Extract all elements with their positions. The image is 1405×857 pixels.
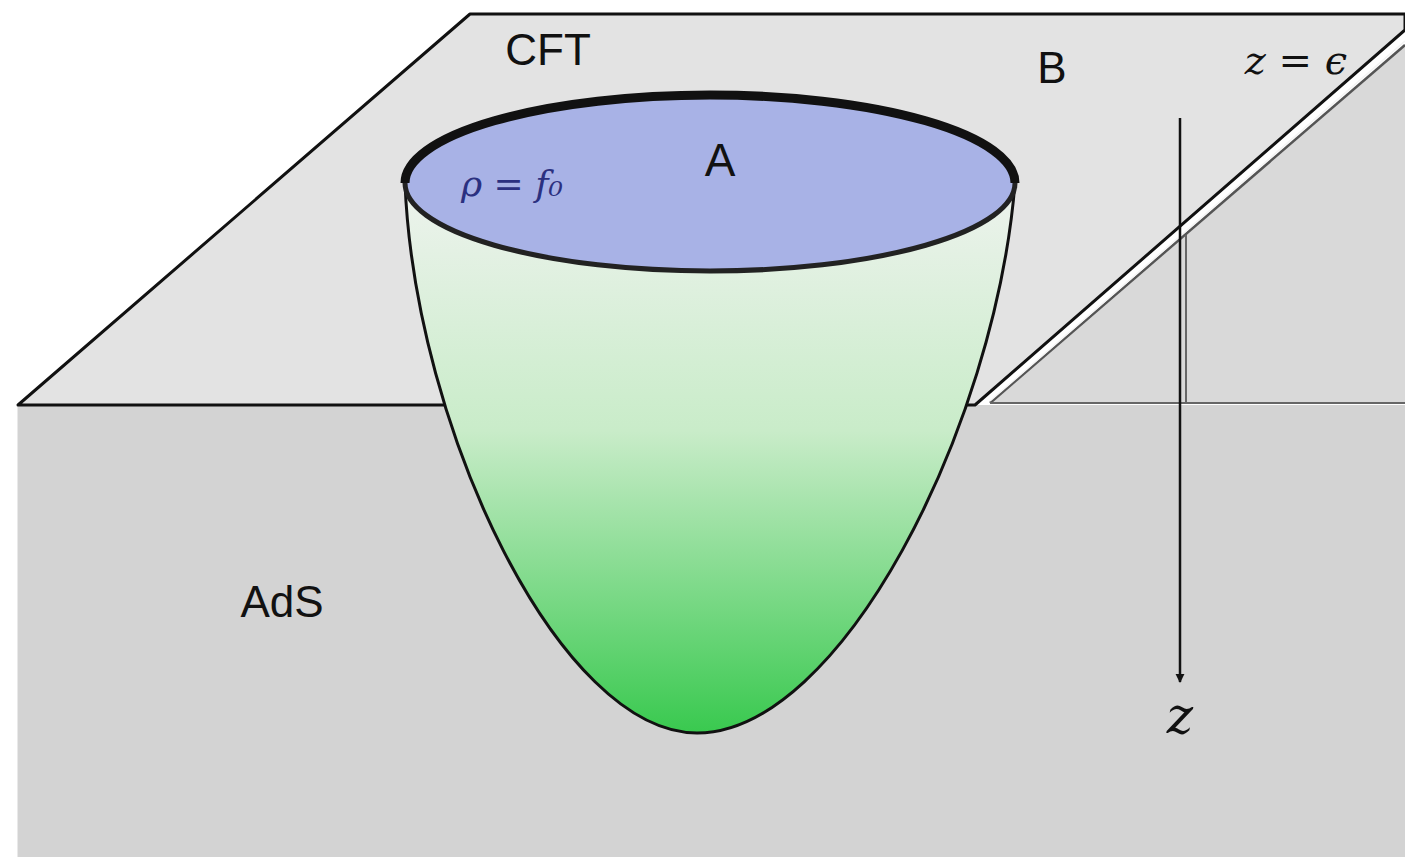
plane-label: CFT <box>505 26 591 74</box>
cutoff-edge <box>990 45 1405 403</box>
cutoff-slice <box>1185 235 1187 403</box>
z-axis <box>1179 118 1182 682</box>
region-label: A <box>705 135 736 186</box>
cutoff-equation: z = ϵ <box>1245 38 1347 82</box>
cutoff-edge <box>990 402 1405 404</box>
bulk-label: AdS <box>240 578 323 626</box>
axis-label: z <box>1167 689 1193 744</box>
cft-plane-region: CFT B Aρ = f₀ <box>18 14 1405 405</box>
boundary-equation: ρ = f₀ <box>461 164 563 204</box>
region-a <box>405 95 1015 271</box>
region-label: B <box>1037 44 1066 92</box>
region-a-ellipse: Aρ = f₀ <box>405 95 1015 271</box>
cutoff-plane <box>990 45 1405 403</box>
